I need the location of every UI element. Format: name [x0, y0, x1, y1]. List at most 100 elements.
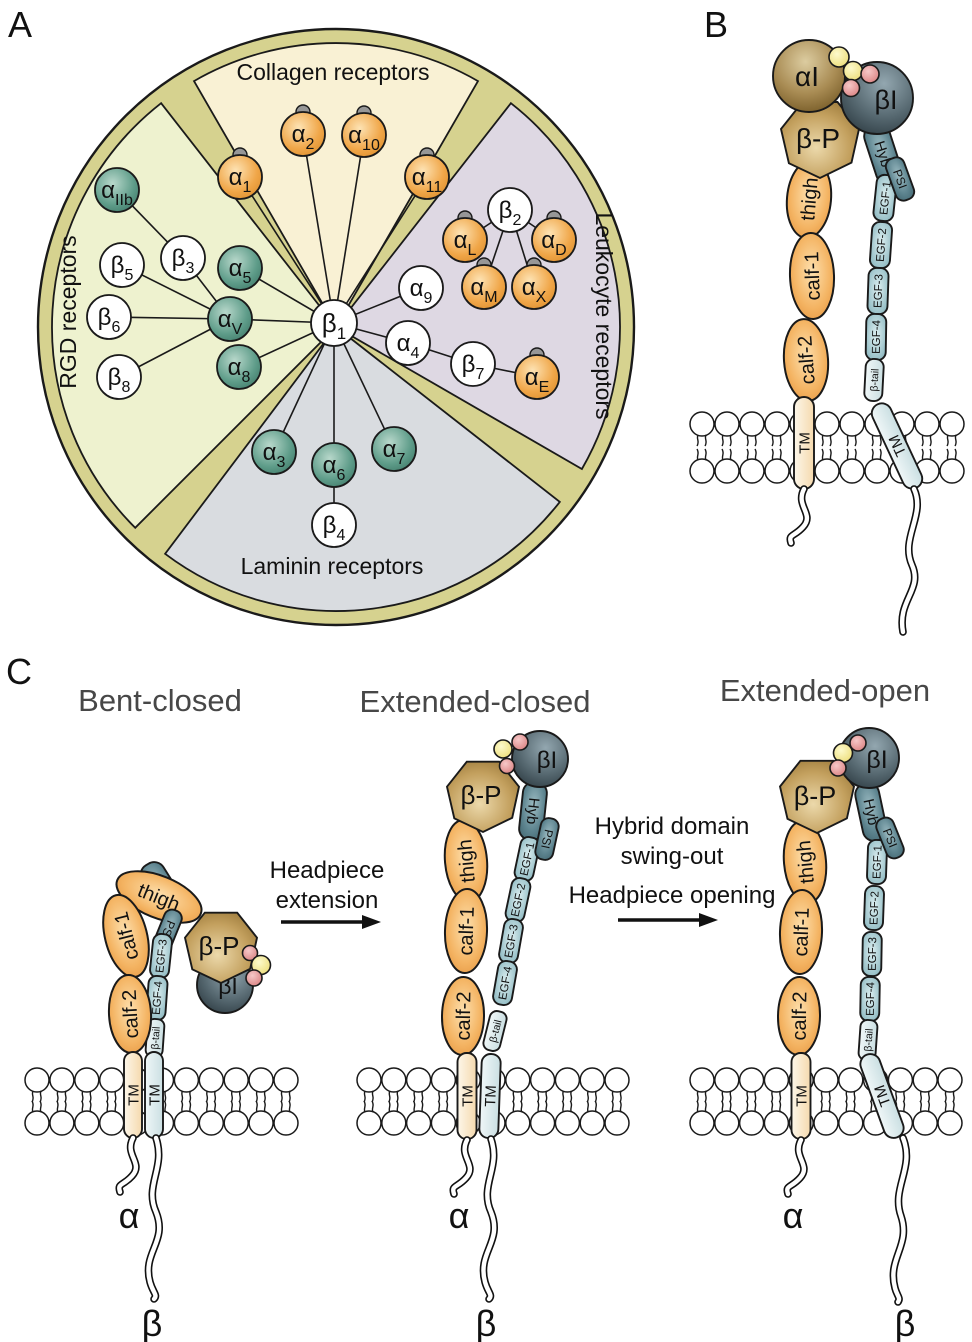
- panel-c-letter: C: [6, 651, 32, 692]
- svg-text:thigh: thigh: [793, 839, 819, 884]
- metal-site-pink-icon: [241, 944, 259, 962]
- domain-egf4-b: EGF-4: [864, 313, 888, 361]
- transition-arrow-2: Hybrid domain swing-out Headpiece openin…: [569, 813, 775, 927]
- domain-tm-beta-c2: TM: [478, 1053, 502, 1139]
- svg-text:calf-1: calf-1: [801, 251, 825, 301]
- metal-site-pink-icon: [511, 733, 529, 751]
- domain-egf3-c1: EGF-3: [149, 932, 173, 980]
- domain-egf2-c3: EGF-2: [863, 885, 885, 931]
- transition-arrow-1: Headpiece extension: [270, 857, 384, 929]
- svg-text:β-tail: β-tail: [862, 1028, 876, 1052]
- svg-text:Hyb: Hyb: [523, 797, 543, 825]
- node-beta7: β7: [450, 341, 496, 387]
- alpha-tail-c1: [115, 1134, 140, 1196]
- node-alphaD: αD: [531, 210, 577, 263]
- svg-text:TM: TM: [797, 432, 814, 454]
- label-laminin-receptors: Laminin receptors: [241, 553, 424, 579]
- right-arrow-icon: [699, 913, 718, 927]
- metal-site-pink-icon: [849, 734, 867, 752]
- svg-text:α8: α8: [228, 354, 251, 386]
- svg-text:TM: TM: [794, 1085, 811, 1107]
- label-leukocyte-receptors: Leukocyte receptors: [591, 212, 617, 419]
- domain-alphaI-b-label: αI: [795, 61, 819, 92]
- metal-site-pink-icon: [245, 969, 263, 987]
- svg-text:αM: αM: [470, 274, 497, 306]
- domain-tm-beta-c1: TM: [144, 1051, 164, 1139]
- svg-text:Hybrid domain: Hybrid domain: [595, 813, 750, 840]
- svg-text:α1: α1: [229, 164, 252, 196]
- alpha-tail-c2: [449, 1136, 474, 1198]
- node-beta1-hub: β1: [310, 299, 358, 347]
- svg-text:PSI: PSI: [538, 828, 556, 850]
- ligand-binding-sites-b: [828, 46, 880, 98]
- conformation-bent-closed: thigh PSI EGF-3 EGF-4 β-tail calf-1: [24, 861, 299, 1342]
- metal-site-pink-icon: [841, 78, 861, 98]
- domain-betaP-c3: [778, 759, 856, 835]
- domain-egf1-b: EGF-1: [872, 173, 898, 223]
- svg-text:EGF-3: EGF-3: [867, 937, 880, 971]
- domain-calf2-c3: calf-2: [776, 976, 822, 1056]
- svg-text:PSI: PSI: [880, 826, 900, 849]
- domain-betaP-c3-label: β-P: [794, 781, 837, 811]
- conformation-extended-open: thigh calf-1 calf-2 TM Hyb EGF-1: [689, 727, 963, 1342]
- svg-text:α9: α9: [410, 275, 433, 307]
- svg-text:α7: α7: [383, 436, 406, 468]
- beta-subunit-label-c1: β: [142, 1303, 163, 1342]
- svg-text:TM: TM: [147, 1084, 164, 1106]
- svg-text:calf-1: calf-1: [790, 907, 814, 957]
- svg-text:β6: β6: [98, 304, 121, 336]
- panel-b: B thigh calf-1 calf-2 TM Hyb EGF-1: [689, 4, 965, 636]
- svg-text:α3: α3: [263, 439, 286, 471]
- domain-egf4-c1: EGF-4: [145, 974, 169, 1022]
- sector-laminin: [163, 325, 562, 612]
- node-alpha9: α9: [398, 265, 444, 311]
- svg-text:PSI: PSI: [890, 168, 910, 191]
- alpha-tail-c3: [783, 1136, 808, 1198]
- svg-text:TM: TM: [126, 1084, 143, 1106]
- panel-b-letter: B: [704, 4, 728, 45]
- ligand-binding-sites-c2: [493, 733, 529, 775]
- svg-text:Hyb: Hyb: [859, 797, 881, 827]
- beta-tail-squiggle-c2: [479, 1135, 499, 1303]
- domain-egf3-b: EGF-3: [866, 266, 890, 316]
- svg-text:calf-1: calf-1: [455, 906, 479, 956]
- domain-thigh-b: thigh: [785, 159, 833, 239]
- domain-betaI-c3-label: βI: [866, 746, 887, 774]
- domain-betaP-c2: [445, 760, 521, 834]
- conformation-extended-closed: thigh calf-1 calf-2 TM Hyb EGF-1: [356, 730, 630, 1342]
- domain-betaI-b: [840, 61, 914, 135]
- svg-text:β8: β8: [108, 364, 131, 396]
- domain-tm-alpha-b: TM: [793, 396, 815, 490]
- ligand-binding-sites-c1: [241, 944, 272, 987]
- sector-collagen: [192, 42, 480, 329]
- svg-text:β1: β1: [322, 308, 346, 343]
- svg-text:β3: β3: [172, 245, 195, 277]
- domain-betaP-c1: [183, 911, 259, 985]
- node-beta8: β8: [96, 354, 142, 400]
- node-alpha1: α1: [217, 147, 263, 200]
- svg-text:αE: αE: [525, 364, 550, 396]
- node-alpha2: α2: [280, 104, 326, 157]
- domain-psi-c3: PSI: [875, 816, 905, 860]
- svg-text:β7: β7: [462, 351, 485, 383]
- domain-egf4-c2: EGF-4: [492, 960, 518, 1006]
- svg-text:α6: α6: [323, 452, 346, 484]
- svg-text:α4: α4: [397, 330, 420, 362]
- node-alpha5: α5: [217, 245, 263, 291]
- node-beta3: β3: [160, 235, 206, 281]
- svg-text:TM: TM: [871, 1083, 894, 1109]
- domain-thigh-c1: thigh: [115, 870, 203, 924]
- beta-tail-squiggle-b: [898, 485, 922, 636]
- svg-text:EGF-2: EGF-2: [868, 891, 881, 925]
- domain-tm-alpha-c1: TM: [123, 1051, 143, 1139]
- beta-subunit-label-c3: β: [895, 1303, 916, 1342]
- ligand-binding-sites-c3: [829, 734, 867, 777]
- domain-calf2-b: calf-2: [782, 318, 830, 402]
- alpha-subunit-label-c3: α: [783, 1195, 804, 1236]
- svg-text:α5: α5: [229, 255, 252, 287]
- node-beta6: β6: [86, 294, 132, 340]
- domain-thigh-c2: thigh: [443, 819, 489, 903]
- metal-site-pink-icon: [860, 64, 880, 84]
- svg-text:thigh: thigh: [454, 838, 480, 883]
- svg-text:EGF-1: EGF-1: [871, 845, 884, 879]
